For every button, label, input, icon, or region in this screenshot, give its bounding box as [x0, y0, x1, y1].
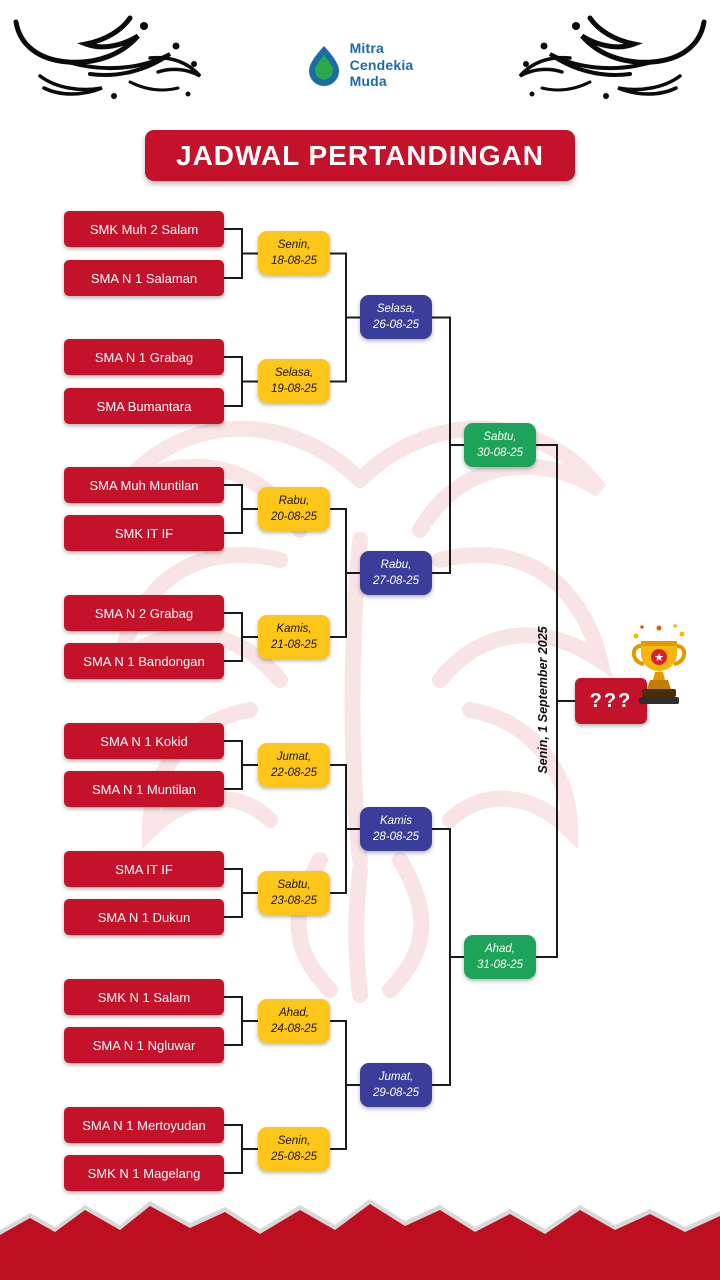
match-date: 28-08-25: [372, 831, 420, 843]
torn-paper-edge: [0, 1199, 720, 1280]
match-date: 20-08-25: [270, 511, 318, 523]
champion-box: ???: [575, 678, 647, 724]
team-box: SMA N 1 Salaman: [64, 260, 224, 296]
team-box: SMA IT IF: [64, 851, 224, 887]
team-box: SMA N 1 Bandongan: [64, 643, 224, 679]
svg-text:★: ★: [654, 652, 664, 664]
logo-drop-icon: [308, 45, 339, 86]
quarterfinal-date-box: Selasa, 26-08-25: [360, 295, 432, 339]
match-day: Rabu,: [380, 558, 412, 571]
match-day: Kamis,: [276, 622, 312, 635]
match-date: 24-08-25: [270, 1023, 318, 1035]
match-day: Selasa,: [274, 366, 314, 379]
match-date-box: Ahad, 24-08-25: [258, 999, 330, 1043]
team-box: SMA Muh Muntilan: [64, 467, 224, 503]
match-day: Selasa,: [376, 302, 416, 315]
match-date-box: Senin, 25-08-25: [258, 1127, 330, 1171]
match-date-box: Kamis, 21-08-25: [258, 615, 330, 659]
match-day: Ahad,: [278, 1006, 310, 1019]
match-day: Rabu,: [278, 494, 310, 507]
match-day: Sabtu,: [277, 878, 311, 891]
logo-text: Mitra Cendekia Muda: [350, 40, 414, 90]
match-date: 30-08-25: [476, 447, 524, 459]
semifinal-date-box: Sabtu, 30-08-25: [464, 423, 536, 467]
logo-line-2: Cendekia: [349, 56, 414, 73]
quarterfinal-date-box: Jumat, 29-08-25: [360, 1063, 432, 1107]
match-date: 23-08-25: [270, 895, 318, 907]
corner-flourish-right-icon: [518, 15, 707, 99]
team-box: SMA N 1 Ngluwar: [64, 1027, 224, 1063]
match-day: Jumat,: [276, 750, 312, 763]
logo-line-1: Mitra: [349, 40, 385, 56]
logo: Mitra Cendekia Muda: [0, 40, 720, 90]
match-date-box: Sabtu, 23-08-25: [258, 871, 330, 915]
match-day: Sabtu,: [483, 430, 517, 443]
match-date: 21-08-25: [270, 639, 318, 651]
corner-flourish-left-icon: [13, 15, 202, 99]
trophy-icon: ★: [631, 624, 687, 704]
semifinal-date-box: Ahad, 31-08-25: [464, 935, 536, 979]
match-day: Kamis: [380, 814, 412, 827]
page-title: JADWAL PERTANDINGAN: [145, 130, 575, 181]
match-date-box: Senin, 18-08-25: [258, 231, 330, 275]
team-box: SMA N 1 Grabag: [64, 339, 224, 375]
match-date: 26-08-25: [372, 319, 420, 331]
team-box: SMK N 1 Salam: [64, 979, 224, 1015]
logo-line-3: Muda: [349, 73, 387, 90]
team-box: SMA N 1 Dukun: [64, 899, 224, 935]
match-date: 18-08-25: [270, 255, 318, 267]
match-day: Senin,: [277, 1134, 311, 1147]
team-box: SMA N 1 Kokid: [64, 723, 224, 759]
quarterfinal-date-box: Rabu, 27-08-25: [360, 551, 432, 595]
team-box: SMA Bumantara: [64, 388, 224, 424]
match-date: 22-08-25: [270, 767, 318, 779]
match-date: 27-08-25: [372, 575, 420, 587]
match-day: Senin,: [277, 238, 311, 251]
match-date: 19-08-25: [270, 383, 318, 395]
match-date: 29-08-25: [372, 1087, 420, 1099]
match-date: 31-08-25: [476, 959, 524, 971]
match-date-box: Rabu, 20-08-25: [258, 487, 330, 531]
match-date-box: Jumat, 22-08-25: [258, 743, 330, 787]
team-box: SMA N 1 Muntilan: [64, 771, 224, 807]
team-box: SMA N 1 Mertoyudan: [64, 1107, 224, 1143]
match-day: Jumat,: [378, 1070, 414, 1083]
match-date: 25-08-25: [270, 1151, 318, 1163]
match-date-box: Selasa, 19-08-25: [258, 359, 330, 403]
team-box: SMK IT IF: [64, 515, 224, 551]
final-date-label: Senin, 1 September 2025: [536, 626, 550, 774]
team-box: SMA N 2 Grabag: [64, 595, 224, 631]
team-box: SMK N 1 Magelang: [64, 1155, 224, 1191]
match-day: Ahad,: [484, 942, 516, 955]
quarterfinal-date-box: Kamis 28-08-25: [360, 807, 432, 851]
team-box: SMK Muh 2 Salam: [64, 211, 224, 247]
